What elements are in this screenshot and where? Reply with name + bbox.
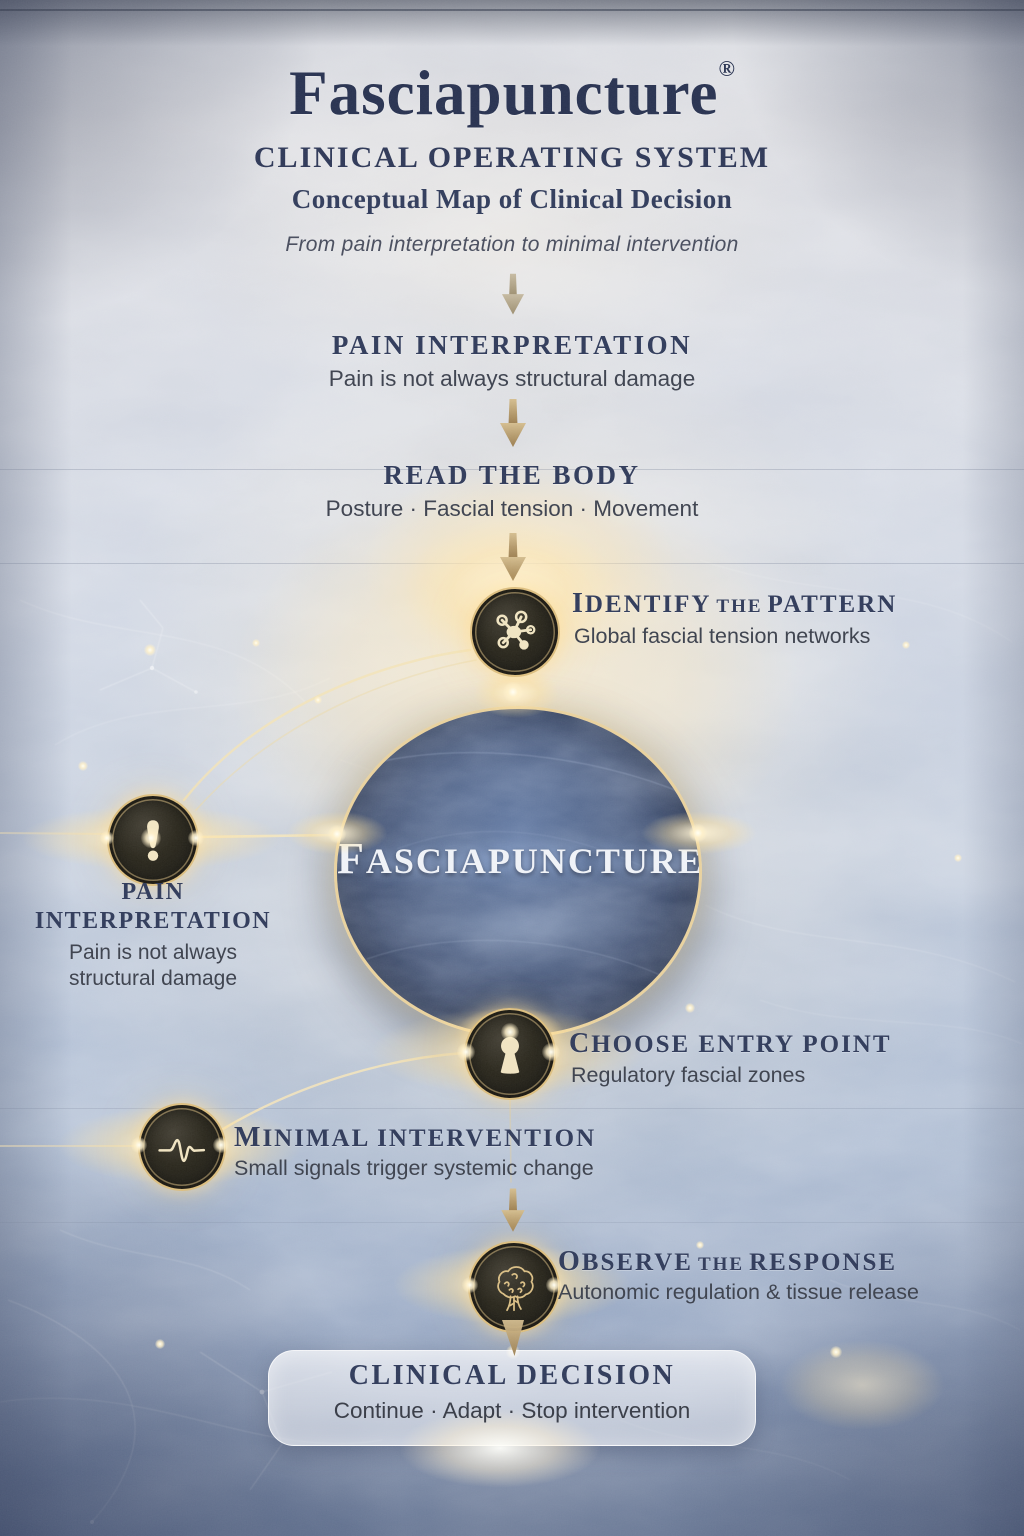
title-word: OBSERVE [558,1246,693,1277]
sparkle-glow [78,761,88,771]
observe-response-subtitle: Autonomic regulation & tissue release [558,1280,919,1304]
page-description: From pain interpretation to minimal inte… [285,233,739,256]
title-word-small: THE [716,596,763,617]
top-frame-line [0,9,1024,11]
keyhole-icon [500,1036,520,1074]
sparkle-glow [902,641,910,649]
identify-pattern-subtitle: Global fascial tension networks [574,624,871,648]
clinical-decision-title: CLINICAL DECISION [348,1360,676,1391]
identify-pattern-node [470,587,560,677]
title-word-small: THE [697,1254,745,1275]
network-icon [496,610,536,650]
center-label: FASCIAPUNCTURE [337,834,702,883]
clinical-decision-subtitle: Continue · Adapt · Stop intervention [333,1398,691,1423]
page-tagline: Conceptual Map of Clinical Decision [291,184,733,214]
down-arrow-icon [500,399,526,447]
circle-light-band [337,891,699,964]
sparkle-glow [144,644,156,656]
down-arrow-icon [501,273,525,315]
minimal-intervention-subtitle: Small signals trigger systemic change [234,1156,594,1180]
pulse-icon [158,1138,206,1163]
pain-node-title: PAIN INTERPRETATION [34,879,272,934]
title-word: PATTERN [767,591,898,618]
exclamation-icon [147,820,159,861]
page-title: Fasciapuncture® [0,56,1024,130]
down-arrow-tip-icon [502,1320,524,1356]
title-word: IDENTIFY [572,588,712,619]
sparkle-glow [155,1339,165,1349]
sparkle-glow [503,682,523,702]
background-seam [0,1108,1024,1109]
central-fasciapuncture-circle: FASCIAPUNCTURE [334,706,702,1038]
choose-entry-subtitle: Regulatory fascial zones [571,1063,806,1087]
step-read-the-body-title: READ THE BODY [383,460,641,490]
sparkle-glow [954,854,962,862]
choose-entry-node [464,1008,556,1100]
choose-entry-title: CHOOSE ENTRY POINT [569,1028,892,1059]
step-pain-interpretation-title: PAIN INTERPRETATION [331,330,693,360]
down-arrow-icon [500,533,526,581]
down-arrow-icon [501,1188,525,1232]
page-subtitle: CLINICAL OPERATING SYSTEM [253,141,771,174]
page-title-text: Fasciapuncture [289,58,719,128]
step-read-the-body-subtitle: Posture · Fascial tension · Movement [325,496,699,521]
pain-node-subtitle: Pain is not always structural damage [68,941,238,991]
minimal-intervention-node [138,1103,226,1191]
minimal-intervention-title: MINIMAL INTERVENTION [234,1122,597,1153]
sparkle-glow [314,696,322,704]
title-word: RESPONSE [749,1249,898,1276]
registered-mark: ® [718,56,735,81]
sparkle-glow [830,1346,842,1358]
sparkle-glow [252,639,260,647]
pain-interpretation-node [107,794,199,886]
step-pain-interpretation-subtitle: Pain is not always structural damage [328,366,696,391]
brain-icon [497,1266,534,1312]
